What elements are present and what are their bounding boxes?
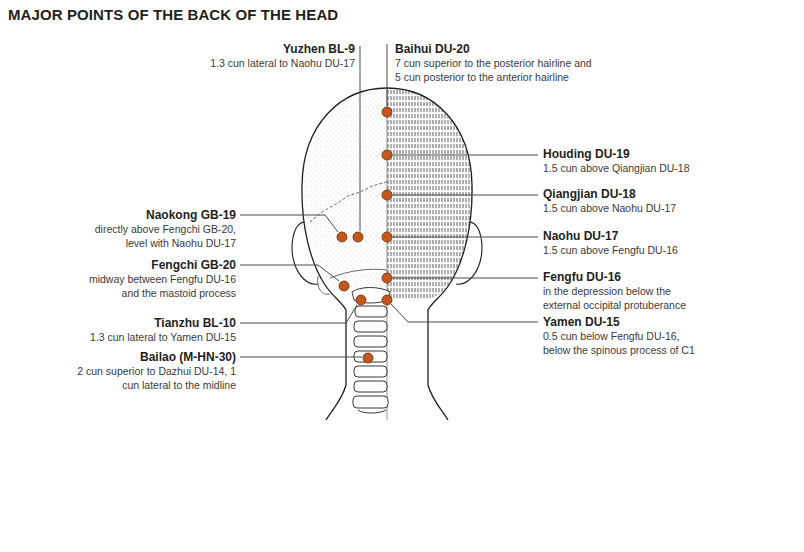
point-name: Baihui DU-20 bbox=[395, 42, 600, 56]
point-name: Fengchi GB-20 bbox=[81, 258, 236, 272]
ear bbox=[456, 222, 482, 284]
leader-line bbox=[240, 44, 538, 357]
point-name: Naohu DU-17 bbox=[543, 229, 703, 243]
mastoid bbox=[318, 276, 330, 294]
point-name: Naokong GB-19 bbox=[81, 208, 236, 222]
point-description: 1.3 cun lateral to Yamen DU-15 bbox=[76, 331, 236, 345]
cervical-spine bbox=[352, 288, 390, 414]
head-outline bbox=[302, 88, 472, 420]
point-description: 0.5 cun below Fengfu DU-16, below the sp… bbox=[543, 330, 703, 357]
point-description: directly above Fengchi GB-20, level with… bbox=[81, 223, 236, 250]
point-description: in the depression below the external occ… bbox=[543, 285, 703, 312]
point-name: Yamen DU-15 bbox=[543, 315, 703, 329]
point-name: Houding DU-19 bbox=[543, 147, 703, 161]
hair bbox=[387, 88, 472, 300]
point-description: 1.5 cun above Fengfu DU-16 bbox=[543, 244, 703, 258]
point-description: 7 cun superior to the posterior hairline… bbox=[395, 57, 600, 84]
point-name: Tianzhu BL-10 bbox=[76, 316, 236, 330]
diagram-title: MAJOR POINTS OF THE BACK OF THE HEAD bbox=[8, 6, 338, 23]
point-description: midway between Fengfu DU-16 and the mast… bbox=[81, 273, 236, 300]
acupoint-dot bbox=[337, 107, 392, 363]
point-description: 1.5 cun above Qiangjian DU-18 bbox=[543, 162, 703, 176]
point-name: Bailao (M-HN-30) bbox=[76, 350, 236, 364]
skull-suture bbox=[310, 182, 387, 222]
point-name: Fengfu DU-16 bbox=[543, 270, 703, 284]
skull-shading bbox=[302, 88, 387, 300]
point-name: Qiangjian DU-18 bbox=[543, 187, 703, 201]
occipital-ridge bbox=[330, 269, 387, 278]
point-description: 2 cun superior to Dazhui DU-14, 1 cun la… bbox=[76, 365, 236, 392]
ear bbox=[292, 222, 318, 284]
point-name: Yuzhen BL-9 bbox=[185, 42, 355, 56]
point-description: 1.3 cun lateral to Naohu DU-17 bbox=[185, 57, 355, 71]
point-description: 1.5 cun above Naohu DU-17 bbox=[543, 202, 703, 216]
